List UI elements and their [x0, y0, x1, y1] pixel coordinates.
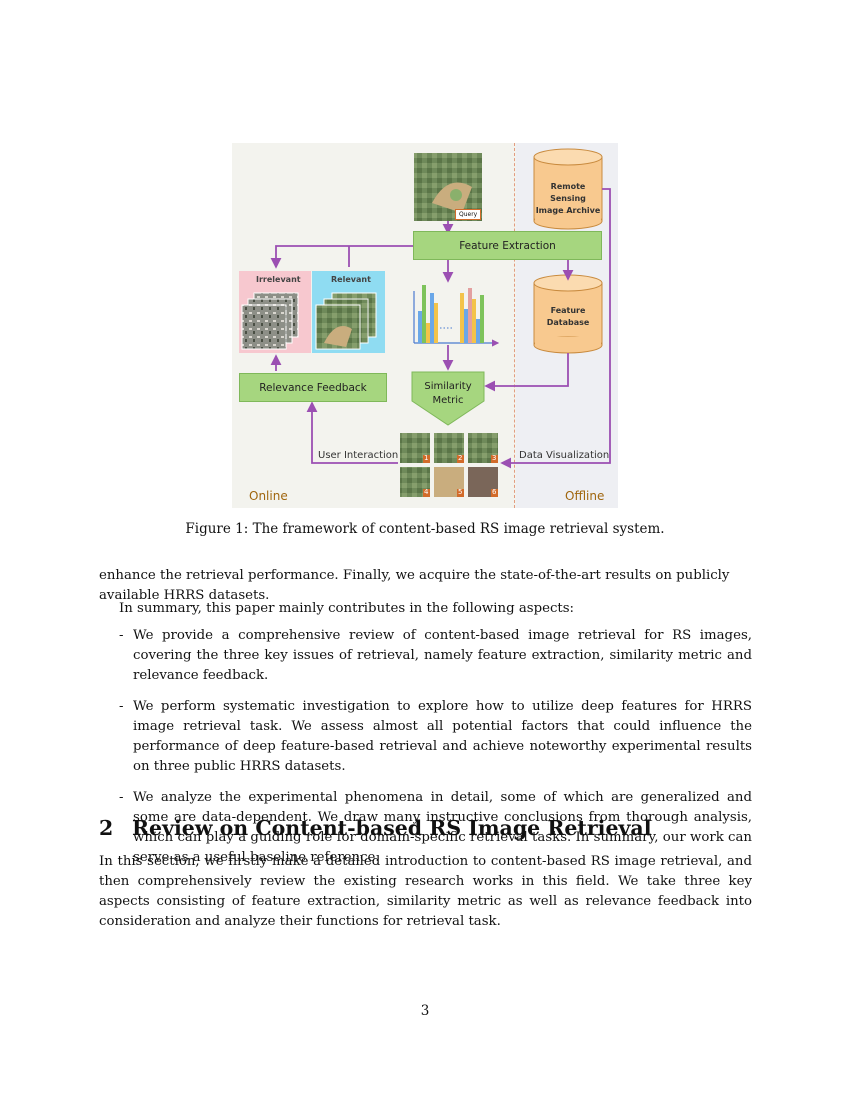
relevant-stack: [315, 292, 377, 350]
feature-database-line1: Feature: [550, 306, 586, 315]
similarity-metric-line1: Similarity: [424, 381, 472, 392]
online-label: Online: [249, 489, 288, 503]
user-interaction-label: User Interaction: [318, 450, 399, 461]
figure-caption: Figure 1: The framework of content-based…: [185, 521, 665, 537]
paragraph-2: In summary, this paper mainly contribute…: [119, 601, 575, 616]
contributions-list: -We provide a comprehensive review of co…: [99, 626, 752, 879]
archive-label-line2: Image Archive: [535, 206, 601, 215]
section-number: 2: [99, 816, 114, 840]
archive-label: Remote Sensing Image Archive: [534, 181, 602, 217]
feature-database-line2: Database: [546, 318, 590, 327]
result-number-4: 4: [424, 488, 429, 496]
relevance-feedback-box: Relevance Feedback: [239, 373, 387, 402]
online-offline-divider: [514, 143, 515, 508]
paragraph-1: enhance the retrieval performance. Final…: [99, 568, 730, 603]
list-item-text: We perform systematic investigation to e…: [133, 699, 752, 774]
irrelevant-label: Irrelevant: [256, 275, 301, 284]
similarity-metric-line2: Metric: [432, 395, 464, 406]
query-label: Query: [455, 209, 482, 220]
list-item: -We perform systematic investigation to …: [119, 699, 752, 774]
result-number-2: 2: [458, 454, 463, 462]
page-number: 3: [420, 1003, 430, 1019]
list-item-text: We provide a comprehensive review of con…: [133, 628, 752, 683]
offline-label: Offline: [565, 489, 605, 503]
framework-figure: Query Feature Extraction Irrelevant Rele…: [232, 143, 618, 508]
result-grid: [400, 433, 498, 497]
similarity-metric-label: Similarity Metric: [412, 380, 484, 408]
feature-database-label: Feature Database: [534, 305, 602, 329]
list-item: -We provide a comprehensive review of co…: [119, 628, 752, 683]
flow-arrows: [270, 188, 611, 469]
relevant-label: Relevant: [331, 275, 371, 284]
data-visualization-label: Data Visualization: [519, 450, 610, 461]
result-number-3: 3: [492, 454, 497, 462]
figure-graphics: [239, 148, 611, 497]
paragraph-3: In this section, we firstly make a detai…: [99, 854, 752, 929]
result-number-5: 5: [458, 488, 463, 496]
feature-database-cylinder: [533, 274, 603, 354]
image-archive-cylinder: [533, 148, 603, 230]
feature-extraction-box: Feature Extraction: [413, 231, 602, 260]
similarity-metric-shape: [411, 371, 485, 426]
feature-histogram-icon: [413, 285, 500, 347]
irrelevant-stack: [241, 292, 299, 350]
section-heading: 2 Review on Content-based RS Image Retrie…: [99, 816, 652, 840]
list-item: -We analyze the experimental phenomena i…: [119, 790, 752, 865]
archive-label-line1: Remote Sensing: [550, 182, 586, 203]
section-title: Review on Content-based RS Image Retriev…: [132, 816, 652, 840]
result-number-6: 6: [492, 488, 497, 496]
result-number-1: 1: [424, 454, 429, 462]
list-item-text: We analyze the experimental phenomena in…: [133, 790, 752, 865]
